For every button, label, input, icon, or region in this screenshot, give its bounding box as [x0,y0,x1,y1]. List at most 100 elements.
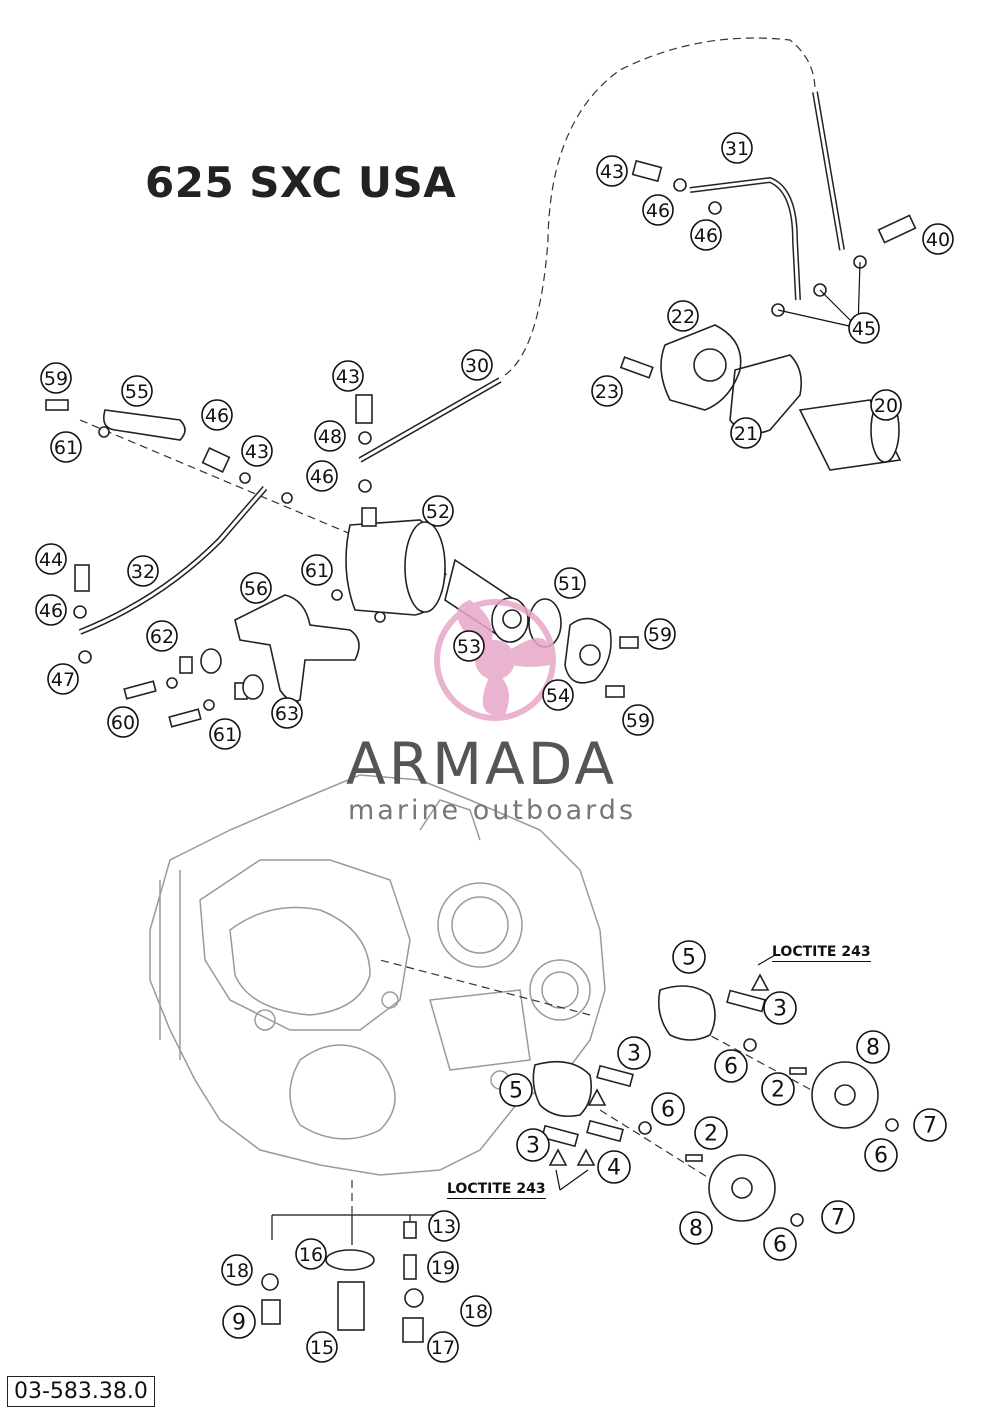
callout-47: 47 [47,663,79,695]
callout-number: 7 [831,1206,845,1231]
callout-8: 8 [679,1211,713,1245]
callout-number: 46 [205,405,229,427]
callout-circle [295,1238,327,1270]
callout-54: 54 [542,679,574,711]
callout-53: 53 [453,630,485,662]
callout-circle [427,1331,459,1363]
callout-circle [107,706,139,738]
callout-number: 8 [689,1217,703,1242]
callout-44: 44 [35,543,67,575]
callout-circle [714,1049,748,1083]
callout-15: 15 [306,1331,338,1363]
callout-number: 61 [54,437,78,459]
callout-number: 13 [432,1216,456,1238]
callout-number: 6 [724,1055,738,1080]
callout-circle [461,349,493,381]
callout-circle [848,312,880,344]
callout-circle [763,1227,797,1261]
callout-number: 59 [648,624,672,646]
callout-number: 18 [464,1301,488,1323]
callout-number: 20 [874,395,898,417]
callout-number: 43 [336,366,360,388]
callout-circle [694,1116,728,1150]
callout-number: 6 [661,1098,675,1123]
callout-number: 6 [874,1144,888,1169]
callout-number: 59 [626,710,650,732]
callout-circle [271,697,303,729]
callout-number: 21 [734,423,758,445]
callout-43: 43 [241,435,273,467]
callout-circle [542,679,574,711]
callout-number: 46 [646,200,670,222]
callout-59: 59 [622,704,654,736]
model-title: 625 SXC USA [145,158,457,207]
callout-number: 43 [245,441,269,463]
callout-circle [761,1072,795,1106]
callout-number: 53 [457,636,481,658]
callout-46: 46 [690,219,722,251]
callout-number: 4 [607,1156,621,1181]
callout-number: 23 [595,381,619,403]
callout-40: 40 [922,223,954,255]
callout-number: 43 [600,161,624,183]
callout-circle [222,1305,256,1339]
callout-number: 56 [244,578,268,600]
callout-circle [730,417,762,449]
callout-circle [306,460,338,492]
callout-circle [121,375,153,407]
callout-circle [241,435,273,467]
callout-circle [301,554,333,586]
callout-number: 60 [111,712,135,734]
callout-46: 46 [35,594,67,626]
callout-circle [591,375,623,407]
callout-circle [221,1254,253,1286]
callout-number: 44 [39,549,63,571]
callout-circle [460,1295,492,1327]
callout-17: 17 [427,1331,459,1363]
callout-circle [554,567,586,599]
callout-3: 3 [617,1036,651,1070]
callout-46: 46 [306,460,338,492]
callout-number: 9 [232,1311,246,1336]
callout-number: 63 [275,703,299,725]
callout-23: 23 [591,375,623,407]
callout-circle [306,1331,338,1363]
callout-number: 3 [627,1042,641,1067]
callout-circle [690,219,722,251]
callout-circle [651,1092,685,1126]
callout-circle [679,1211,713,1245]
small-parts [45,159,917,1343]
callout-number: 48 [318,426,342,448]
callout-18: 18 [460,1295,492,1327]
callout-number: 3 [526,1134,540,1159]
callout-21: 21 [730,417,762,449]
callout-circle [428,1210,460,1242]
callout-56: 56 [240,572,272,604]
callout-circle [35,543,67,575]
callout-number: 61 [305,560,329,582]
callout-circle [516,1128,550,1162]
watermark-propeller-logo [434,599,556,721]
callout-circle [40,362,72,394]
callout-number: 45 [852,318,876,340]
callout-4: 4 [597,1150,631,1184]
callout-30: 30 [461,349,493,381]
callout-number: 18 [225,1260,249,1282]
callout-circle [617,1036,651,1070]
callout-60: 60 [107,706,139,738]
callout-48: 48 [314,420,346,452]
callout-circle [35,594,67,626]
document-number: 03-583.38.0 [7,1376,155,1407]
callout-2: 2 [694,1116,728,1150]
callout-6: 6 [864,1138,898,1172]
callout-circle [47,663,79,695]
callout-13: 13 [428,1210,460,1242]
callout-16: 16 [295,1238,327,1270]
oil-lines [78,91,845,635]
callout-18: 18 [221,1254,253,1286]
callout-31: 31 [721,132,753,164]
callout-61: 61 [209,718,241,750]
